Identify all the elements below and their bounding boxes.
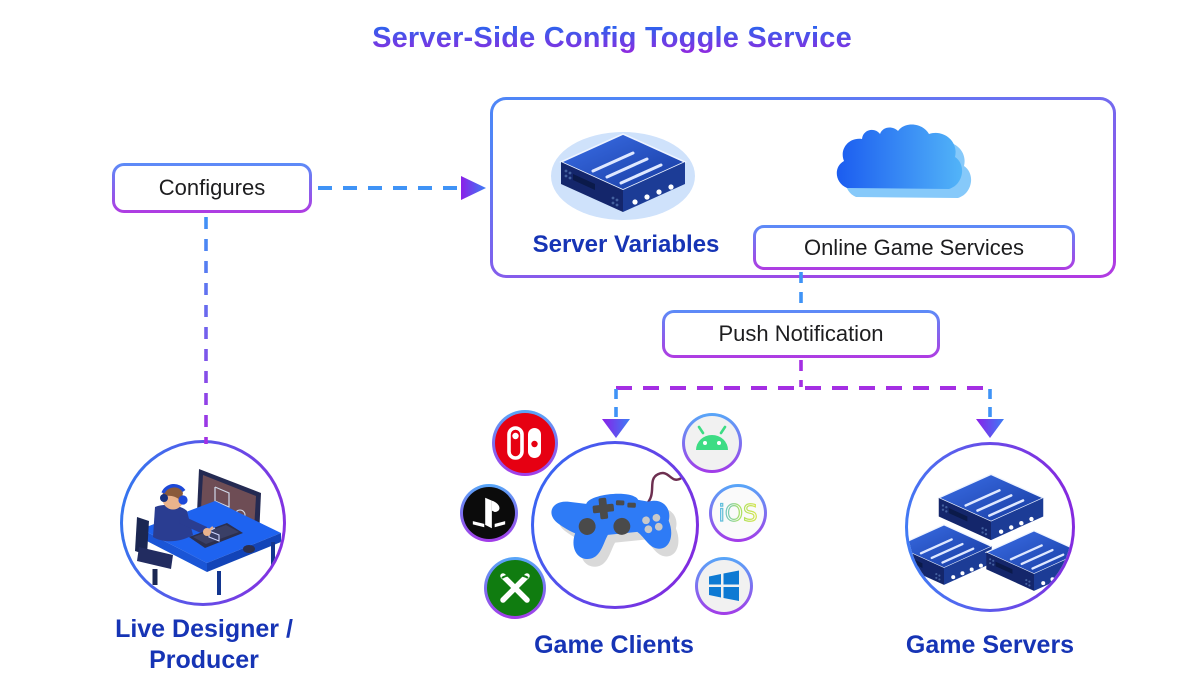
android-icon	[696, 425, 728, 450]
ios-text: iOS	[718, 501, 757, 527]
game-clients-circle	[531, 441, 699, 609]
configures-label: Configures	[158, 175, 266, 200]
live-designer-circle	[120, 440, 286, 606]
nintendo-switch-icon	[507, 426, 541, 460]
playstation-icon	[472, 497, 506, 529]
platform-badge-xbox	[484, 557, 546, 619]
service-container-box: Server Variables Online Game Services	[490, 97, 1116, 278]
ios-icon: iOS	[718, 500, 758, 527]
live-designer-label-line2: Producer	[149, 646, 259, 674]
cloud-icon	[836, 124, 972, 198]
platform-badge-playstation	[460, 484, 518, 542]
game-servers-label: Game Servers	[905, 631, 1075, 659]
push-notification-label: Push Notification	[718, 321, 884, 346]
online-game-services-label: Online Game Services	[803, 234, 1025, 260]
platform-badge-ios: iOS	[709, 484, 767, 542]
xbox-icon	[500, 573, 530, 603]
page-title: Server-Side Config Toggle Service	[26, 22, 1198, 55]
game-servers-circle	[905, 442, 1075, 612]
designer-at-desk-illustration	[135, 469, 281, 595]
live-designer-label-line1: Live Designer /	[115, 615, 293, 643]
online-game-services-box: Online Game Services	[753, 225, 1075, 270]
server-icon	[551, 132, 695, 220]
configures-box: Configures	[112, 163, 312, 213]
push-notification-box: Push Notification	[662, 310, 940, 358]
game-clients-label: Game Clients	[534, 631, 694, 659]
server-stack-icon	[908, 473, 1072, 593]
platform-badge-windows	[695, 557, 753, 615]
platform-badge-nintendo-switch	[492, 410, 558, 476]
platform-badge-android	[682, 413, 742, 473]
arrowhead-down-clients	[602, 419, 630, 438]
server-variables-label: Server Variables	[532, 231, 720, 258]
arrowhead-right	[461, 176, 486, 200]
windows-icon	[709, 570, 739, 601]
arrowhead-down-servers	[976, 419, 1004, 438]
game-controller-icon	[551, 471, 682, 567]
